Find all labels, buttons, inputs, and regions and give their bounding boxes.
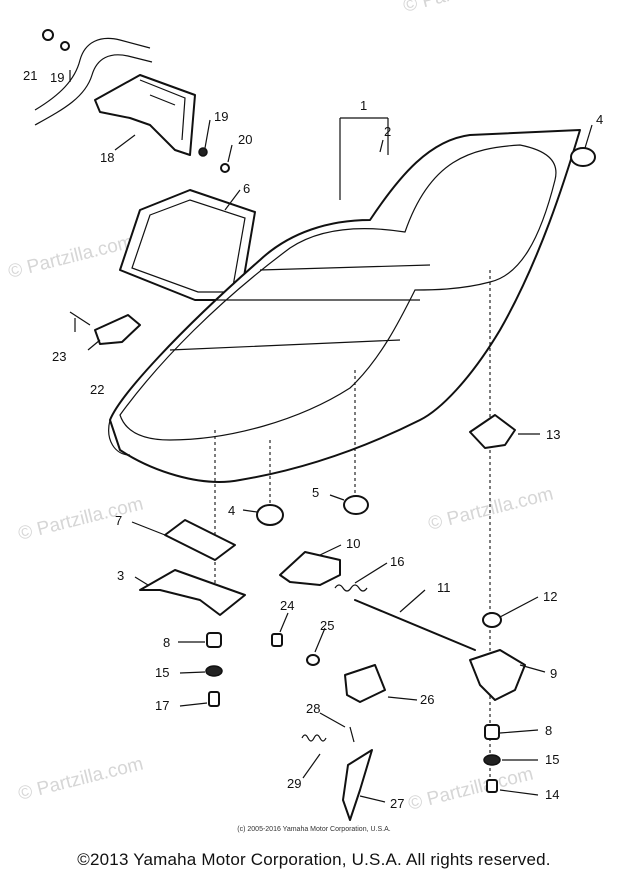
washer-part-25: [306, 654, 320, 666]
leader-lines: [69, 70, 593, 803]
damper-part-12: [482, 612, 502, 628]
callout-5: 5: [312, 485, 319, 500]
damper-part-5: [343, 495, 369, 515]
diagram-copyright: (c) 2005-2016 Yamaha Motor Corporation, …: [237, 826, 391, 833]
watermark: © Partzilla.com: [406, 764, 535, 815]
plate-part-7: [164, 519, 236, 561]
bracket-part-13: [469, 414, 516, 449]
washer-part-15-right: [483, 754, 501, 766]
callout-15: 15: [545, 752, 559, 767]
callout-9: 9: [550, 666, 557, 681]
callout-28: 28: [306, 701, 320, 716]
washer-part-19: [60, 41, 70, 51]
collar-part-8-right: [484, 724, 500, 740]
screw-part-23: [69, 311, 91, 326]
callout-21: 21: [23, 68, 37, 83]
callout-4: 4: [228, 503, 235, 518]
lever-part-27: [342, 749, 373, 821]
callout-8: 8: [545, 723, 552, 738]
callout-10: 10: [346, 536, 360, 551]
seat-main-body: [109, 129, 581, 483]
watermark: © Partzilla.com: [6, 232, 135, 283]
rod-part-11: [354, 599, 476, 651]
callout-17: 17: [155, 698, 169, 713]
collar-part-8-left: [206, 632, 222, 648]
callout-20: 20: [238, 132, 252, 147]
callout-2: 2: [384, 124, 391, 139]
bolt-part-17: [208, 691, 220, 707]
hook-part-10: [279, 551, 341, 586]
callout-26: 26: [420, 692, 434, 707]
callout-7: 7: [115, 513, 122, 528]
washer-part-15-left: [205, 665, 223, 677]
watermark: © Partzilla.com: [426, 484, 555, 535]
callout-6: 6: [243, 181, 250, 196]
bolt-part-24: [271, 633, 283, 647]
callout-12: 12: [543, 589, 557, 604]
damper-part-4-bottom: [256, 504, 284, 526]
watermark: © Partzilla.com: [16, 494, 145, 545]
bracket-detail: [139, 79, 186, 141]
callout-22: 22: [90, 382, 104, 397]
callout-8: 8: [163, 635, 170, 650]
callout-25: 25: [320, 618, 334, 633]
callout-19: 19: [214, 109, 228, 124]
callout-24: 24: [280, 598, 294, 613]
watermark: © Partzilla.com: [401, 0, 530, 17]
seat-front-lip: [108, 419, 131, 456]
callout-3: 3: [117, 568, 124, 583]
callout-13: 13: [546, 427, 560, 442]
nut-part-14: [486, 779, 498, 793]
callout-4: 4: [596, 112, 603, 127]
bracket-part-18: [94, 74, 196, 156]
callout-16: 16: [390, 554, 404, 569]
nut-part-21: [42, 29, 54, 41]
bracket-part-9: [469, 649, 526, 701]
seat-cushion-outline: [119, 144, 557, 441]
lock-part-26: [344, 664, 386, 703]
damper-part-4-top: [570, 147, 596, 167]
watermark: © Partzilla.com: [16, 754, 145, 805]
callout-15: 15: [155, 665, 169, 680]
seat-parts-diagram: © Partzilla.com © Partzilla.com © Partzi…: [6, 0, 603, 821]
callout-19: 19: [50, 70, 64, 85]
frame-tube: [34, 37, 153, 126]
lock-part-22: [94, 314, 141, 345]
spring-part-16: [334, 584, 368, 592]
callout-14: 14: [545, 787, 559, 802]
spring-part-29: [301, 734, 327, 742]
footer-copyright: ©2013 Yamaha Motor Corporation, U.S.A. A…: [77, 850, 551, 869]
callout-27: 27: [390, 796, 404, 811]
bracket-part-3: [139, 569, 246, 616]
pin-part-28: [349, 726, 355, 743]
callout-18: 18: [100, 150, 114, 165]
washer-part-19-lower: [198, 147, 208, 157]
bolt-part-20: [220, 163, 230, 173]
callout-1: 1: [360, 98, 367, 113]
seat-stitch-line: [169, 264, 431, 351]
callout-23: 23: [52, 349, 66, 364]
callout-29: 29: [287, 776, 301, 791]
callout-11: 11: [437, 580, 451, 595]
